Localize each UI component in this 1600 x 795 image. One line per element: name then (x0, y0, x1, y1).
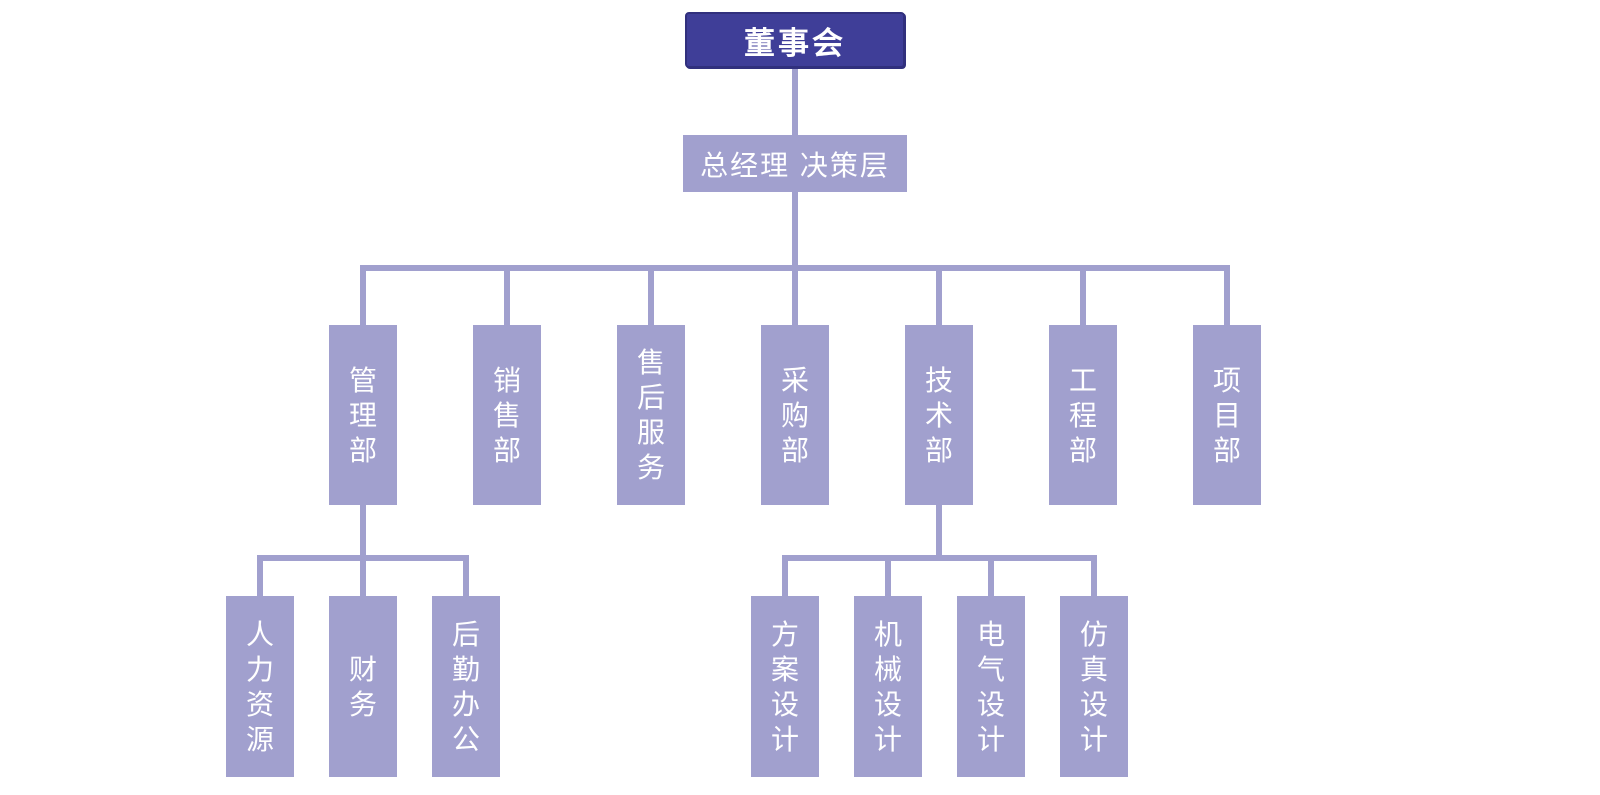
node-hr: 人力资源 (226, 596, 294, 777)
connector-management-stub (360, 505, 366, 561)
node-dept-management-label: 管理部 (348, 364, 377, 466)
node-dept-technology: 技术部 (905, 325, 973, 505)
node-dept-procurement-label: 采购部 (780, 364, 809, 466)
node-dept-engineering: 工程部 (1049, 325, 1117, 505)
connector-management-rail (257, 555, 469, 561)
node-dept-sales-label: 销售部 (492, 364, 521, 466)
node-electrical-design: 电气设计 (957, 596, 1025, 777)
node-dept-engineering-label: 工程部 (1068, 364, 1097, 466)
node-simulation-design-label: 仿真设计 (1079, 618, 1108, 755)
node-dept-project-label: 项目部 (1212, 364, 1241, 466)
connector-drop-finance (360, 561, 366, 596)
node-electrical-design-label: 电气设计 (976, 618, 1005, 755)
connector-drop-electrical-design (988, 561, 994, 596)
connector-drop-logistics (463, 561, 469, 596)
node-dept-management: 管理部 (329, 325, 397, 505)
node-simulation-design: 仿真设计 (1060, 596, 1128, 777)
connector-technology-rail (782, 555, 1097, 561)
connector-root-to-executive (792, 68, 798, 135)
connector-departments-rail (360, 265, 1230, 271)
connector-drop-management (360, 271, 366, 325)
connector-drop-scheme-design (782, 561, 788, 596)
node-finance-label: 财务 (348, 653, 377, 720)
node-logistics-label: 后勤办公 (451, 618, 480, 755)
node-dept-technology-label: 技术部 (924, 364, 953, 466)
node-general-manager: 总经理 决策层 (683, 135, 907, 192)
node-dept-aftersales-label: 售后服务 (636, 347, 665, 483)
node-scheme-design: 方案设计 (751, 596, 819, 777)
node-finance: 财务 (329, 596, 397, 777)
connector-drop-project (1224, 271, 1230, 325)
node-logistics: 后勤办公 (432, 596, 500, 777)
connector-drop-mechanical-design (885, 561, 891, 596)
node-dept-aftersales: 售后服务 (617, 325, 685, 505)
connector-drop-hr (257, 561, 263, 596)
node-dept-procurement: 采购部 (761, 325, 829, 505)
node-hr-label: 人力资源 (245, 618, 274, 755)
node-mechanical-design: 机械设计 (854, 596, 922, 777)
node-dept-project: 项目部 (1193, 325, 1261, 505)
node-board-label: 董事会 (744, 25, 846, 61)
node-mechanical-design-label: 机械设计 (873, 618, 902, 755)
connector-drop-procurement (792, 271, 798, 325)
node-general-manager-label: 总经理 决策层 (700, 149, 890, 181)
connector-executive-down (792, 192, 798, 325)
connector-drop-sales (504, 271, 510, 325)
connector-drop-engineering (1080, 271, 1086, 325)
node-board: 董事会 (685, 12, 905, 68)
connector-drop-technology (936, 271, 942, 325)
connector-technology-stub (936, 505, 942, 561)
node-dept-sales: 销售部 (473, 325, 541, 505)
connector-drop-simulation-design (1091, 561, 1097, 596)
connector-drop-aftersales (648, 271, 654, 325)
node-scheme-design-label: 方案设计 (770, 618, 799, 755)
